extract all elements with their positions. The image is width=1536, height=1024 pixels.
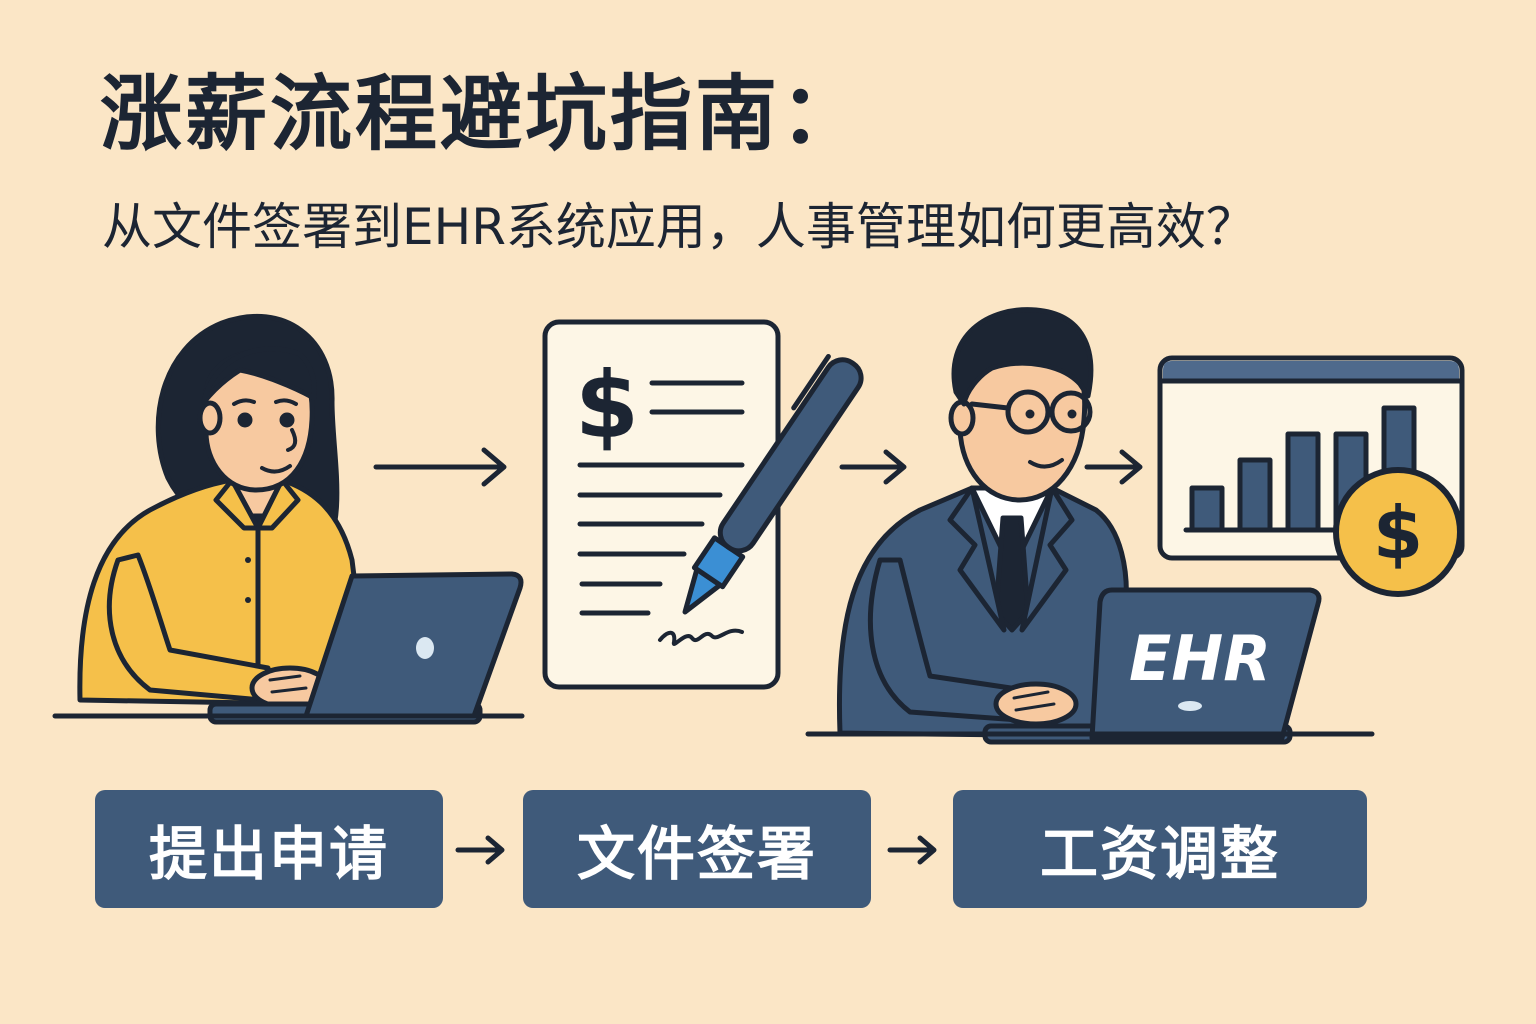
pen-icon bbox=[682, 354, 864, 615]
dollar-coin-icon: $ bbox=[1333, 467, 1463, 597]
arrow-right-icon bbox=[455, 835, 505, 865]
manager-fingers bbox=[1012, 690, 1056, 712]
page-title: 涨薪流程避坑指南： bbox=[100, 67, 866, 162]
signature-scribble bbox=[658, 628, 744, 646]
employee-ear bbox=[197, 400, 223, 436]
employee-fringe bbox=[201, 346, 317, 405]
arrow-right-icon bbox=[1084, 449, 1143, 485]
employee-collar-left bbox=[213, 477, 261, 531]
manager-laptop: EHR bbox=[982, 587, 1322, 745]
employee-eye bbox=[237, 412, 253, 428]
step-submit-request: 提出申请 bbox=[95, 790, 443, 908]
hr-manager-figure bbox=[836, 307, 1129, 739]
pen-body bbox=[717, 357, 864, 554]
step-salary-adjustment: 工资调整 bbox=[953, 790, 1367, 908]
employee-shirt-button bbox=[245, 597, 251, 603]
manager-eye bbox=[1067, 409, 1077, 419]
laptop-lid bbox=[303, 571, 524, 719]
employee-nose bbox=[286, 428, 298, 452]
step-label: 文件签署 bbox=[576, 820, 817, 888]
chart-bar bbox=[1237, 457, 1273, 533]
laptop-lid bbox=[1089, 587, 1322, 741]
employee-collar-right bbox=[255, 477, 301, 531]
arrow-right-icon bbox=[839, 449, 907, 485]
laptop-logo bbox=[416, 637, 434, 659]
employee-smile bbox=[260, 464, 292, 474]
employee-shirt-button bbox=[245, 557, 251, 563]
coin-body bbox=[1333, 467, 1463, 597]
chart-bar bbox=[1189, 485, 1225, 533]
manager-hands bbox=[993, 681, 1079, 727]
manager-sleeve bbox=[867, 557, 1027, 723]
employee-laptop bbox=[207, 571, 524, 725]
employee-brow bbox=[274, 398, 298, 406]
employee-brow bbox=[232, 398, 256, 406]
signed-document-icon: $ bbox=[542, 319, 781, 690]
arrow-right-icon bbox=[373, 447, 507, 487]
manager-hair bbox=[951, 307, 1094, 407]
employee-figure bbox=[77, 313, 373, 711]
employee-fingers bbox=[268, 674, 308, 694]
document-dollar-sign: $ bbox=[575, 352, 639, 459]
step-label: 工资调整 bbox=[1039, 820, 1280, 888]
step-sign-documents: 文件签署 bbox=[523, 790, 871, 908]
laptop-logo bbox=[1178, 701, 1202, 711]
employee-eye bbox=[279, 412, 295, 428]
glasses-temple bbox=[969, 401, 1011, 411]
pen-clip bbox=[791, 354, 831, 411]
coin-dollar-sign: $ bbox=[1373, 491, 1423, 575]
step-label: 提出申请 bbox=[148, 820, 389, 888]
arrow-right-icon bbox=[887, 835, 937, 865]
manager-lapel-left bbox=[947, 485, 1007, 633]
manager-eye bbox=[1025, 409, 1035, 419]
manager-lapel-right bbox=[1019, 485, 1075, 633]
chart-bar bbox=[1285, 431, 1321, 533]
ehr-laptop-label: EHR bbox=[1129, 622, 1271, 695]
monitor-title-bar bbox=[1163, 361, 1459, 380]
page-subtitle: 从文件签署到EHR系统应用，人事管理如何更高效？ bbox=[102, 198, 1256, 256]
manager-smile bbox=[1028, 458, 1064, 469]
manager-ear bbox=[948, 399, 976, 437]
